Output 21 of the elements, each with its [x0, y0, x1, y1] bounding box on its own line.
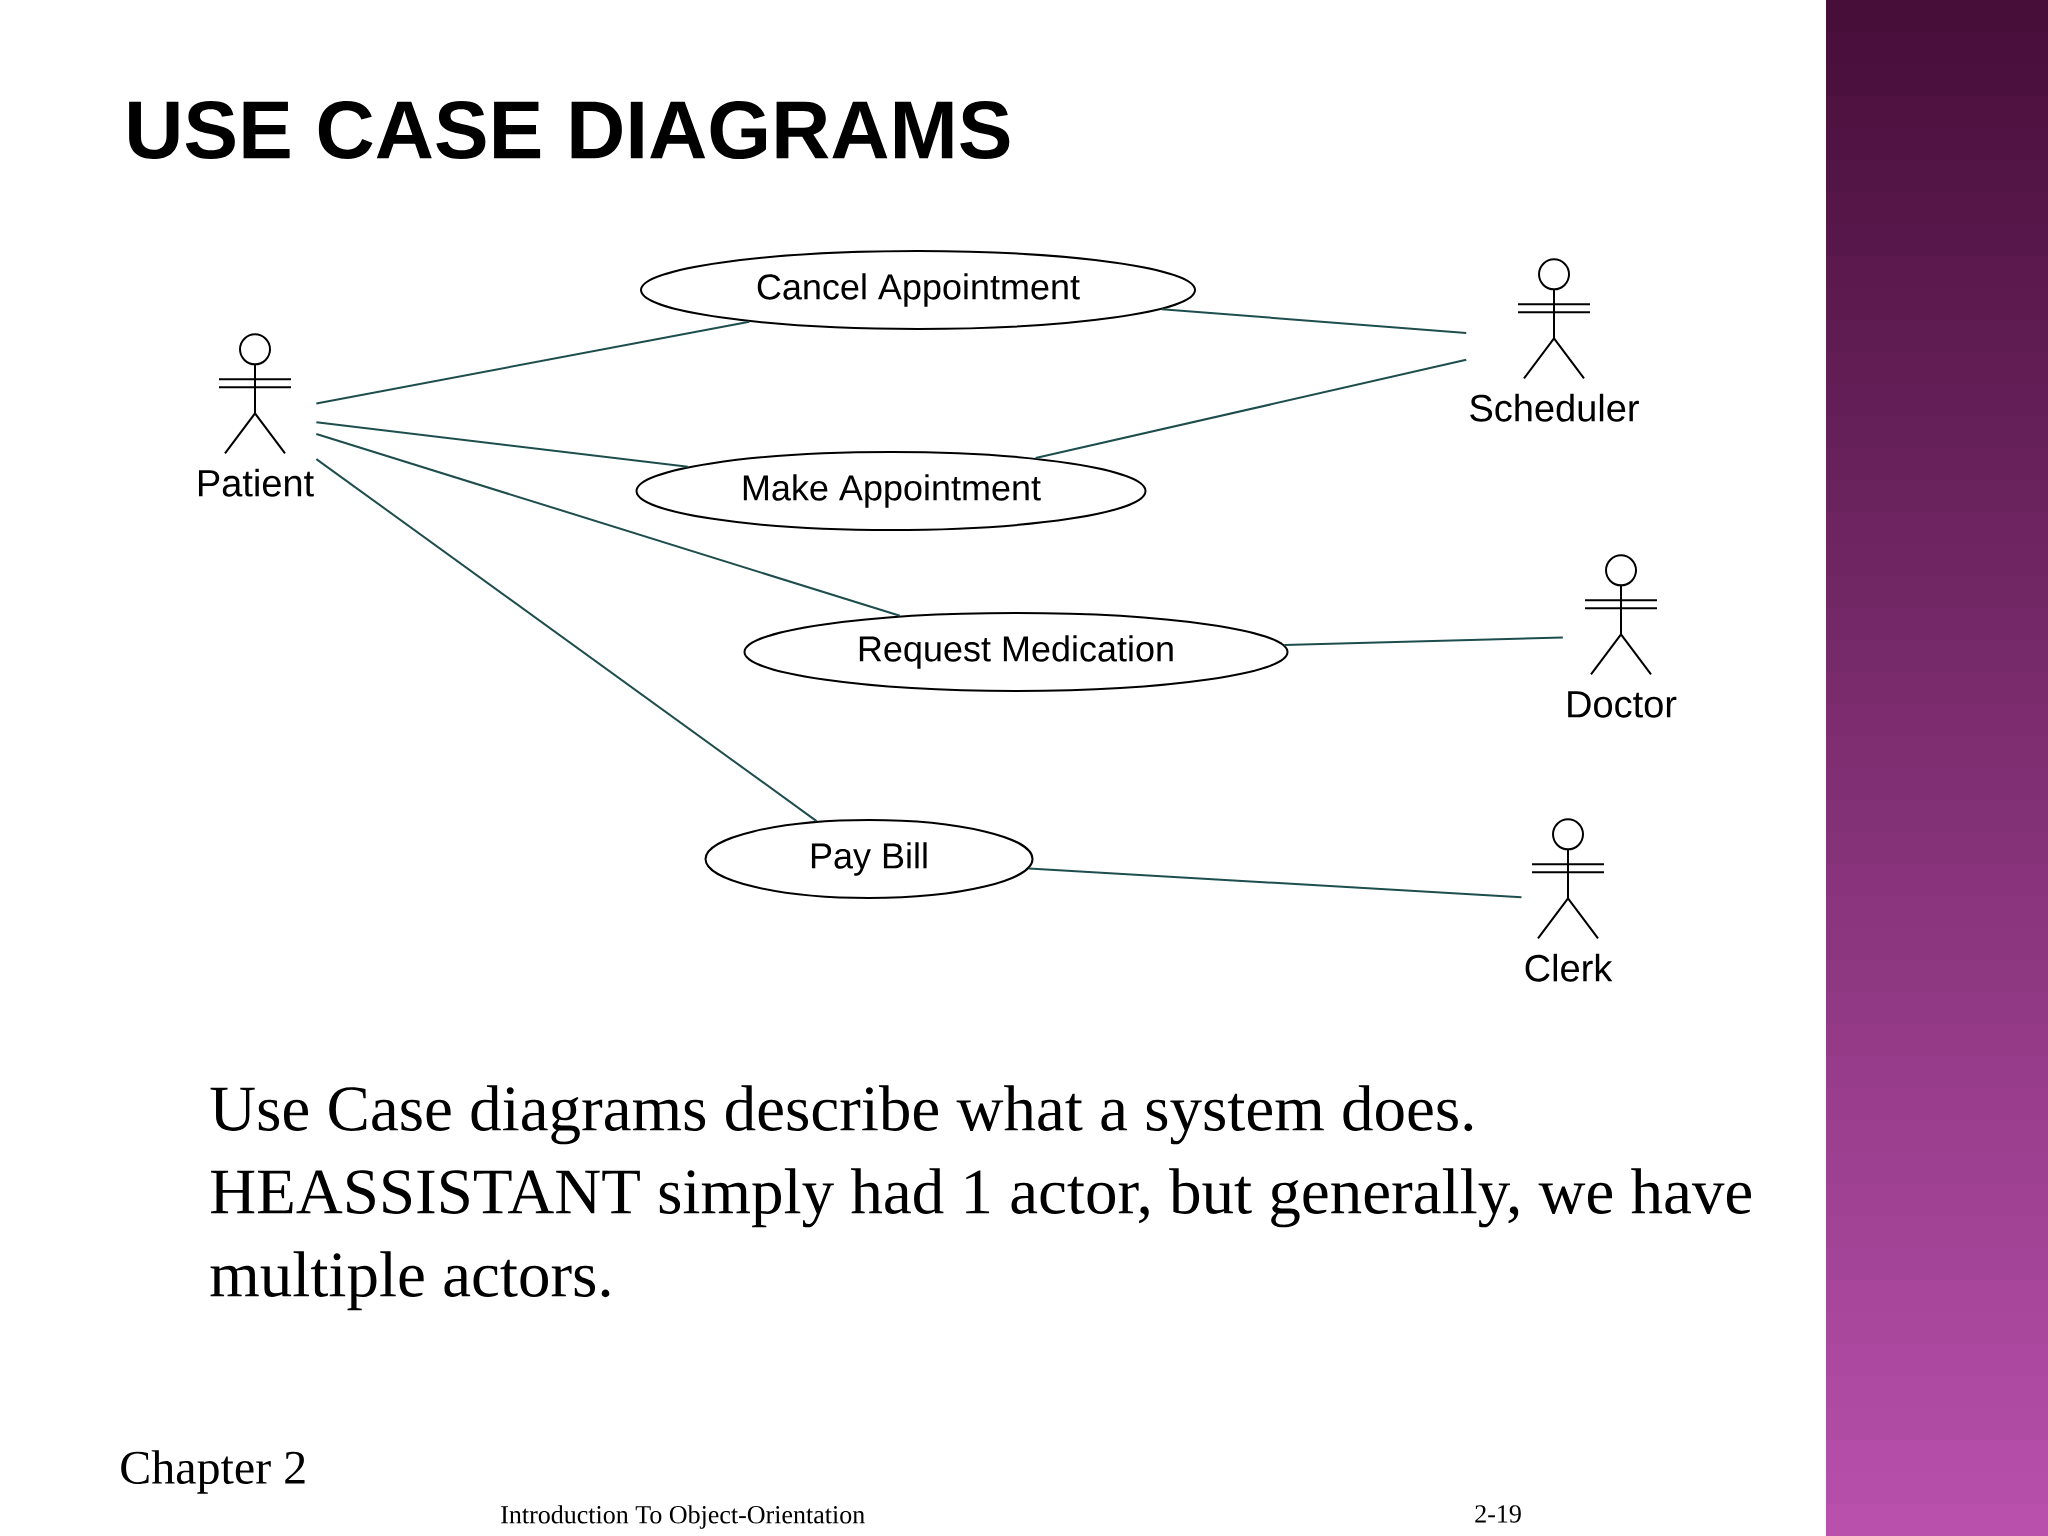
actor-figure: Scheduler [1470, 258, 1639, 422]
node-label: Patient [198, 468, 314, 497]
node-label: Scheduler [1470, 393, 1639, 422]
actor-figure: Doctor [1568, 554, 1677, 718]
page-number: 2-19 [1475, 1505, 1521, 1523]
association-line [315, 421, 689, 468]
node-label: Clerk [1525, 953, 1613, 982]
body-text: Use Case diagrams describe what a system does. HEASSISTANT simply had 1 actor, but generally, we have multiple actors. [210, 1085, 1751, 1311]
association-line [315, 458, 818, 823]
association-line [315, 320, 751, 405]
association-line [1160, 308, 1468, 335]
association-line [1034, 358, 1468, 459]
title: USE CASE DIAGRAMS [129, 101, 1010, 160]
association-line [1283, 636, 1564, 646]
association-line [1027, 867, 1523, 899]
association-line [315, 433, 901, 617]
chapter-label: Chapter 2 [121, 1450, 305, 1494]
node-label: Doctor [1568, 691, 1677, 718]
actor-figure: Clerk [1525, 818, 1613, 982]
footer-text: Introduction To Object-Orientation [501, 1505, 865, 1529]
actor-figure: Patient [199, 333, 314, 497]
